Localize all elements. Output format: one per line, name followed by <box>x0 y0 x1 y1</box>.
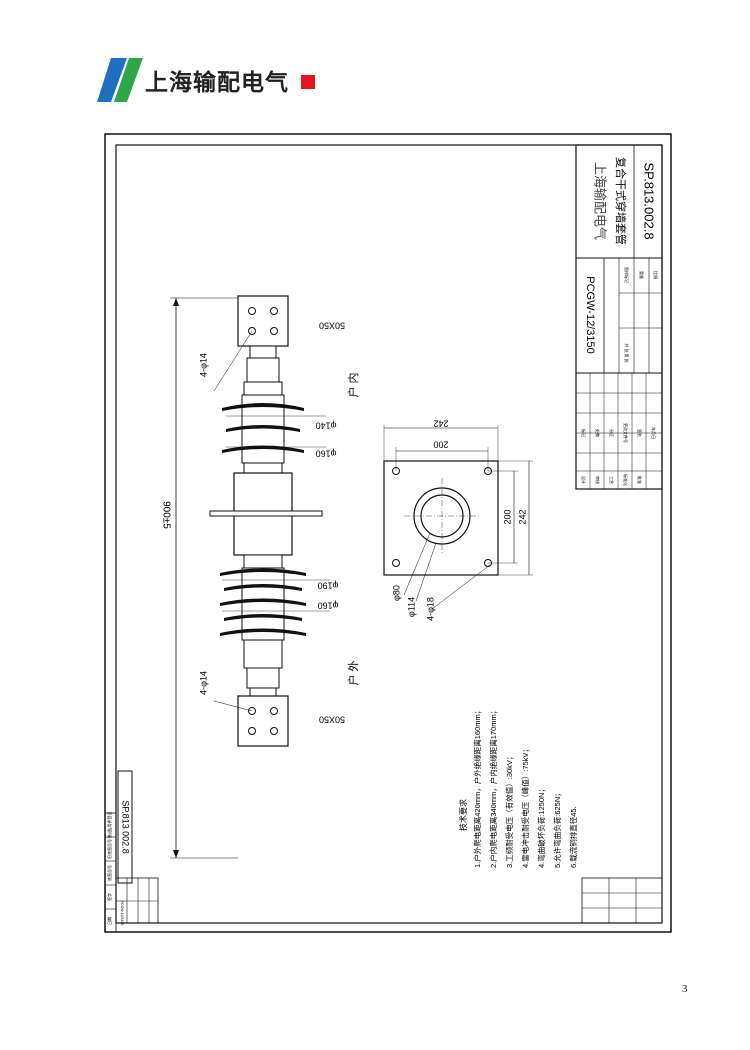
tb-person-1: 设计 <box>581 476 587 484</box>
drawing-outer-frame <box>104 133 672 933</box>
tb-drawing-no: SP.813.002.8 <box>642 162 657 239</box>
left-strip-2: 旧底图总号 <box>106 839 112 859</box>
label-outdoor: 户 外 <box>346 660 360 685</box>
tb-row-label-6: 年月日 <box>651 427 657 439</box>
dim-flange-inner: 200 <box>433 440 448 450</box>
tb-model: PCGW-12/3150 <box>584 276 596 353</box>
left-strip-5: 日期 <box>106 917 112 925</box>
bottom-strip-table <box>581 877 663 924</box>
tb-row-label-3: 分区 <box>609 429 615 437</box>
dim-shed-in-small: φ140 <box>316 421 337 431</box>
bushing-view: 900±5 50X50 4-φ14 φ140 φ160 <box>160 295 360 859</box>
tech-item-4: 4.雷电冲击耐受电压（峰值）:75kV； <box>520 745 530 868</box>
tb-person-3: 工艺 <box>609 476 614 484</box>
side-stamp-text: SP.813.002.8 <box>121 800 131 853</box>
tb-company: 上海输配电气 <box>593 162 608 240</box>
side-code-text: PCGW-12/3150 <box>120 901 124 926</box>
logo-square-icon <box>301 75 315 89</box>
tb-row-label-2: 处数 <box>595 429 601 437</box>
title-block: 上海输配电气 复合干式穿墙套管 SP.813.002.8 PCGW-12/315… <box>575 144 663 490</box>
dim-flange-side-outer: 242 <box>517 509 527 524</box>
tech-item-3: 3.工频耐受电压（有效值）:30kV； <box>504 753 514 868</box>
dim-mount-holes: 4-φ18 <box>425 597 435 621</box>
tb-sheet: 共 张 第 张 <box>624 343 630 362</box>
left-strip-4: 签字 <box>106 893 112 901</box>
tech-title: 技术要求 <box>458 799 468 831</box>
dim-bore-80: φ80 <box>391 585 401 601</box>
tb-weight: 重量 <box>639 271 645 279</box>
bottom-terminal <box>237 695 289 747</box>
tb-person-4: 标准化 <box>623 474 629 486</box>
page-number: 3 <box>682 983 688 995</box>
tb-material: 图样标记 <box>624 267 630 283</box>
dim-shed-out-large: φ190 <box>318 581 339 591</box>
left-strip-1: 借(通)用件登记 <box>106 812 112 839</box>
dim-flange-side-inner: 200 <box>502 509 512 524</box>
tb-product-name: 复合干式穿墙套管 <box>614 157 628 245</box>
left-strip-3: 底图总号 <box>106 865 112 881</box>
dim-holes-bottom: 4-φ14 <box>198 671 208 695</box>
tech-item-2: 2.户内爬电距离340mm，户内绝缘距离170mm； <box>488 707 498 868</box>
side-stamp-box: SP.813.002.8 <box>117 770 133 884</box>
dim-shed-in-large: φ160 <box>316 449 337 459</box>
top-terminal <box>237 295 289 347</box>
tech-item-1: 1.户外爬电距离420mm，户外绝缘距离160mm； <box>472 707 482 868</box>
dim-shed-out-small: φ160 <box>318 601 339 611</box>
label-indoor: 户 内 <box>346 372 360 397</box>
engineering-drawing: 借(通)用件登记 旧底图总号 底图总号 签字 日期 SP.813.002.8 P… <box>104 133 672 933</box>
left-strip: 借(通)用件登记 旧底图总号 底图总号 签字 日期 <box>104 812 117 933</box>
logo-mark-icon <box>97 58 143 102</box>
tb-row-label-5: 签名 <box>637 429 643 437</box>
tech-item-6: 5.允许弯曲负荷:625N； <box>552 789 562 868</box>
tb-person-2: 审核 <box>595 476 601 484</box>
logo-text: 上海输配电气 <box>145 70 289 96</box>
dim-flange-outer: 242 <box>433 419 448 429</box>
dim-length: 900±5 <box>160 501 171 529</box>
tech-item-7: 6.载流铜排直径45. <box>568 806 578 868</box>
dim-holes-top: 4-φ14 <box>198 353 208 377</box>
dim-bore-114: φ114 <box>406 597 416 617</box>
tech-requirements: 技术要求 1.户外爬电距离420mm，户外绝缘距离160mm； 2.户内爬电距离… <box>458 707 578 868</box>
company-logo: 上海输配电气 <box>97 54 322 104</box>
dim-terminal-bottom: 50X50 <box>319 715 345 725</box>
dim-terminal-top: 50X50 <box>319 321 345 331</box>
tb-row-label-1: 标记 <box>581 429 587 437</box>
tb-person-5: 批准 <box>637 476 643 484</box>
lower-left-table: PCGW-12/3150 <box>115 877 159 926</box>
drawing-inner-frame <box>115 144 663 924</box>
tech-item-5: 4.弯曲破坏负荷:1250N； <box>536 785 546 868</box>
flange-plate <box>383 460 499 576</box>
flange-view: 242 200 200 242 φ80 φ114 4-φ18 <box>383 419 533 621</box>
tb-scale: 比例 <box>653 271 659 279</box>
tb-row-label-4: 更改文件号 <box>623 423 629 443</box>
